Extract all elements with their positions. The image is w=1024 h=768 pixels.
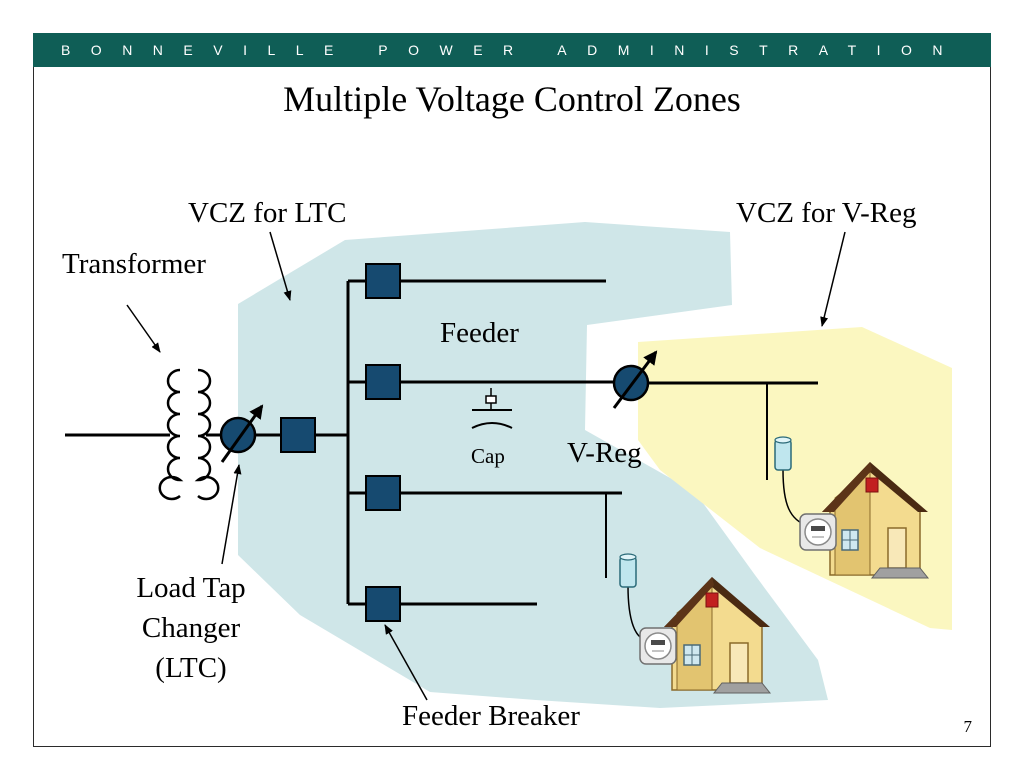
feeder-breaker-label: Feeder Breaker bbox=[402, 700, 580, 732]
vreg-regulator-symbol bbox=[612, 350, 658, 409]
vcz-vreg-callout-arrow bbox=[820, 231, 846, 327]
slide-title: Multiple Voltage Control Zones bbox=[283, 79, 741, 119]
ltc-zone-house-icon bbox=[664, 577, 772, 694]
vreg-zone-house-icon bbox=[822, 462, 930, 579]
feeder-breaker-callout-arrow bbox=[384, 624, 428, 701]
header-bar bbox=[33, 33, 991, 67]
capacitor-symbol bbox=[471, 388, 513, 429]
vcz-vreg-label: VCZ for V-Reg bbox=[736, 197, 917, 229]
ltc-label-line-3: (LTC) bbox=[155, 652, 227, 684]
feeder-1-breaker bbox=[365, 263, 401, 299]
vreg-label: V-Reg bbox=[567, 437, 642, 469]
cap-label: Cap bbox=[471, 444, 505, 468]
feeder-label: Feeder bbox=[440, 317, 519, 349]
page-number: 7 bbox=[963, 717, 973, 736]
transformer-symbol bbox=[158, 368, 220, 501]
transformer-label: Transformer bbox=[62, 248, 206, 280]
vreg-pole-transformer bbox=[774, 436, 792, 471]
ltc-label-line-2: Changer bbox=[141, 612, 241, 644]
vreg-zone-meter-icon bbox=[799, 513, 837, 551]
transformer-callout-arrow bbox=[126, 304, 161, 353]
ltc-zone-meter-icon bbox=[639, 627, 677, 665]
station-breaker bbox=[280, 417, 316, 453]
ltc-regulator-symbol bbox=[219, 404, 264, 463]
organization-name: BONNEVILLE POWER ADMINISTRATION bbox=[60, 42, 964, 58]
vcz-ltc-callout-arrow bbox=[269, 231, 292, 301]
vcz-ltc-label: VCZ for LTC bbox=[188, 197, 347, 229]
feeder-3-pole-transformer bbox=[619, 553, 637, 588]
ltc-label-line-1: Load Tap bbox=[136, 572, 246, 604]
ltc-callout-arrow bbox=[221, 464, 242, 565]
